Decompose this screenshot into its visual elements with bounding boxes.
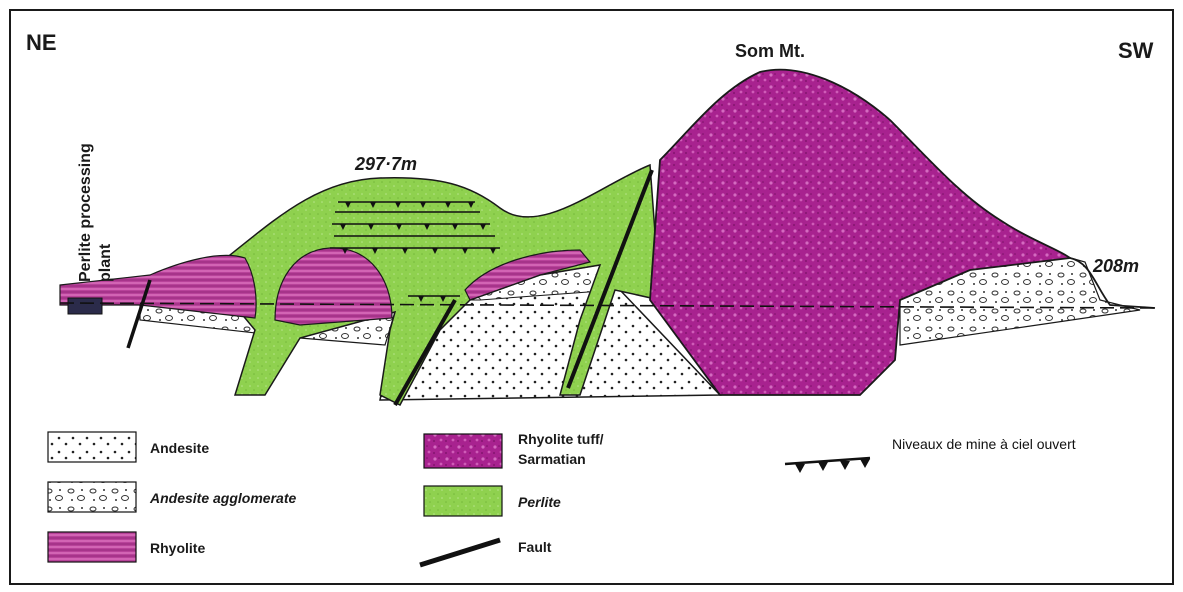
summit-name-label: Som Mt. — [735, 41, 805, 61]
direction-sw-label: SW — [1118, 38, 1154, 63]
legend-label-agglomerate: Andesite agglomerate — [149, 490, 296, 506]
legend-label-andesite: Andesite — [150, 440, 209, 456]
legend-label-fault: Fault — [518, 539, 552, 555]
right-elevation-label: 208m — [1092, 256, 1139, 276]
processing-plant-marker — [68, 298, 102, 314]
legend-label-tuff-line2: Sarmatian — [518, 451, 586, 467]
legend-swatch-agglomerate — [48, 482, 136, 512]
plant-label-line2: plant — [97, 243, 114, 282]
plant-label-line1: Perlite processing — [77, 143, 94, 282]
hill-elevation-label: 297·7m — [354, 154, 417, 174]
legend-label-tuff-line1: Rhyolite tuff/ — [518, 431, 604, 447]
legend-label-rhyolite: Rhyolite — [150, 540, 205, 556]
legend-swatch-andesite — [48, 432, 136, 462]
legend-swatch-rhyolite-tuff — [424, 434, 502, 468]
direction-ne-label: NE — [26, 30, 57, 55]
blank-label-box — [330, 97, 530, 147]
legend-label-open-pit: Niveaux de mine à ciel ouvert — [892, 436, 1076, 452]
legend-swatch-perlite — [424, 486, 502, 516]
legend-label-perlite: Perlite — [518, 494, 561, 510]
legend-swatch-rhyolite — [48, 532, 136, 562]
